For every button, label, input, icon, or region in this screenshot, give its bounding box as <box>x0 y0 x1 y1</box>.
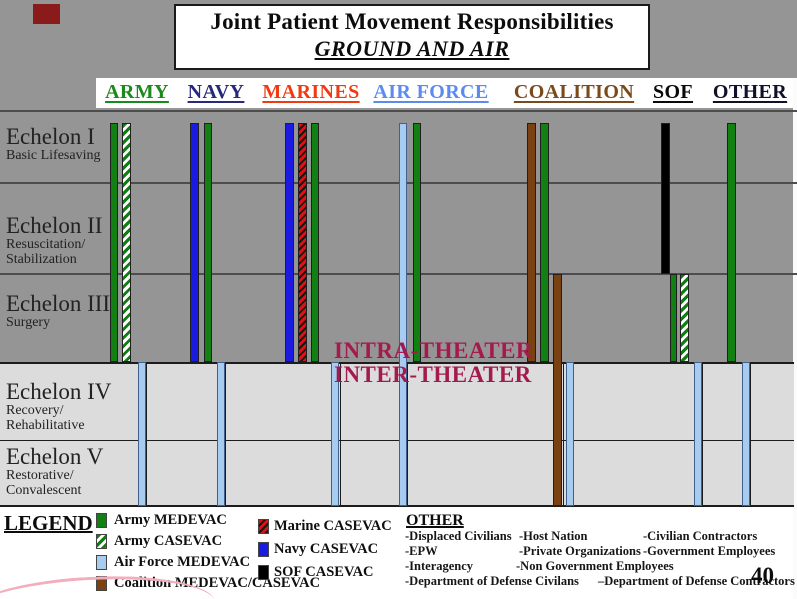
title-box: Joint Patient Movement Responsibilities … <box>174 4 650 70</box>
legend-swatch-sof-casevac <box>258 565 269 580</box>
bar-airforce-air-force-medevac <box>399 123 407 506</box>
bar-coalition-coalition-medevac-casevac <box>553 274 562 506</box>
page-number: 40 <box>751 563 774 588</box>
column-separator-5 <box>563 364 564 505</box>
legend-swatch-army-medevac <box>96 513 107 528</box>
bar-coalition-army-medevac <box>540 123 549 362</box>
other-item-9: -Department of Defense Civilans <box>405 574 579 588</box>
column-separator-3 <box>340 364 341 505</box>
other-item-6: -Government Employees <box>643 544 776 558</box>
other-item-7: -Interagency <box>405 559 474 573</box>
echelon-label-echelon-iv: Echelon IV <box>6 379 112 404</box>
page-title: Joint Patient Movement Responsibilities <box>210 9 614 34</box>
legend-label-marine-casevac: Marine CASEVAC <box>274 518 392 534</box>
column-header-army: ARMY <box>105 81 169 103</box>
echelon-label-echelon-i: Echelon I <box>6 124 95 149</box>
bar-marines-army-medevac <box>311 123 319 362</box>
column-header-marines: MARINES <box>262 81 360 103</box>
bar-navy-air-force-medevac <box>217 362 225 506</box>
bar-airforce-army-medevac <box>413 123 421 362</box>
bar-other-air-force-medevac <box>742 362 750 506</box>
bar-coalition-coalition-medevac-casevac <box>527 123 536 362</box>
column-header-navy: NAVY <box>187 81 245 103</box>
column-header-other: OTHER <box>712 81 788 103</box>
column-header-sof: SOF <box>652 81 694 103</box>
echelon-label-echelon-i-sub-1: Basic Lifesaving <box>6 148 101 163</box>
echelon-label-echelon-iii: Echelon III <box>6 291 111 316</box>
column-separator-7 <box>750 364 751 505</box>
legend-swatch-army-casevac <box>96 534 107 549</box>
column-separator-6 <box>702 364 703 505</box>
echelon-line-1 <box>0 110 797 112</box>
bar-sof-army-casevac <box>680 274 689 362</box>
legend-label-navy-casevac: Navy CASEVAC <box>274 541 379 557</box>
inter-theater-band <box>0 362 794 507</box>
other-item-2: -Host Nation <box>519 529 588 543</box>
echelon-label-echelon-ii-sub-2: Stabilization <box>6 252 77 267</box>
legend-swatch-navy-casevac <box>258 542 269 557</box>
other-item-1: -Displaced Civilians <box>405 529 512 543</box>
legend-label-army-casevac: Army CASEVAC <box>114 533 223 549</box>
legend-swatch-air-force-medevac <box>96 555 107 570</box>
corner-marker <box>33 4 60 24</box>
column-header-band <box>96 78 793 108</box>
echelon4-5-divider <box>0 440 794 441</box>
right-margin-strip <box>793 78 797 599</box>
echelon-label-echelon-iv-sub-2: Rehabilitative <box>6 418 85 433</box>
echelon-label-echelon-ii: Echelon II <box>6 213 103 238</box>
column-header-air-force: AIR FORCE <box>373 81 489 103</box>
legend-swatch-marine-casevac <box>258 519 269 534</box>
legend-heading: LEGEND <box>4 511 93 535</box>
other-item-4: -EPW <box>405 544 438 558</box>
echelon-label-echelon-v-sub-1: Restorative/ <box>6 468 74 483</box>
bar-other-army-medevac <box>727 123 736 362</box>
echelon-label-echelon-ii-sub-1: Resuscitation/ <box>6 237 86 252</box>
column-separator-4 <box>407 364 408 505</box>
column-separator-2 <box>225 364 226 505</box>
other-heading: OTHER <box>406 512 464 529</box>
other-item-10: –Department of Defense Contractors <box>598 574 795 588</box>
bar-coalition-air-force-medevac <box>566 362 574 506</box>
column-header-coalition: COALITION <box>513 81 635 103</box>
bar-army-army-casevac <box>122 123 131 362</box>
echelon-label-echelon-v: Echelon V <box>6 444 104 469</box>
other-item-5: -Private Organizations <box>519 544 641 558</box>
bar-marines-navy-casevac <box>285 123 294 362</box>
inter-theater-label: INTER-THEATER <box>334 362 532 387</box>
echelon-label-echelon-iv-sub-1: Recovery/ <box>6 403 64 418</box>
bar-sof-sof-casevac <box>661 123 670 274</box>
other-item-3: -Civilian Contractors <box>643 529 758 543</box>
legend-swatch-coalition-medevac-casevac <box>96 576 107 591</box>
bar-marines-marine-casevac <box>298 123 307 362</box>
other-item-8: -Non Government Employees <box>516 559 674 573</box>
echelon-line-2 <box>0 182 797 184</box>
intra-theater-label: INTRA-THEATER <box>334 338 534 363</box>
bar-army-air-force-medevac <box>138 362 146 506</box>
bar-sof-army-medevac <box>670 274 677 362</box>
legend-label-sof-casevac: SOF CASEVAC <box>274 564 374 580</box>
legend-label-air-force-medevac: Air Force MEDEVAC <box>114 554 251 570</box>
page-subtitle: GROUND AND AIR <box>314 36 510 61</box>
legend-label-army-medevac: Army MEDEVAC <box>114 512 227 528</box>
echelon-label-echelon-v-sub-2: Convalescent <box>6 483 82 498</box>
bar-navy-army-medevac <box>204 123 212 362</box>
echelon-label-echelon-iii-sub-1: Surgery <box>6 315 51 330</box>
echelon-line-3 <box>0 273 797 275</box>
bar-marines-air-force-medevac <box>331 362 339 506</box>
bar-navy-navy-casevac <box>190 123 199 362</box>
column-separator-1 <box>146 364 147 505</box>
bar-sof-air-force-medevac <box>694 362 702 506</box>
bar-army-army-medevac <box>110 123 118 362</box>
